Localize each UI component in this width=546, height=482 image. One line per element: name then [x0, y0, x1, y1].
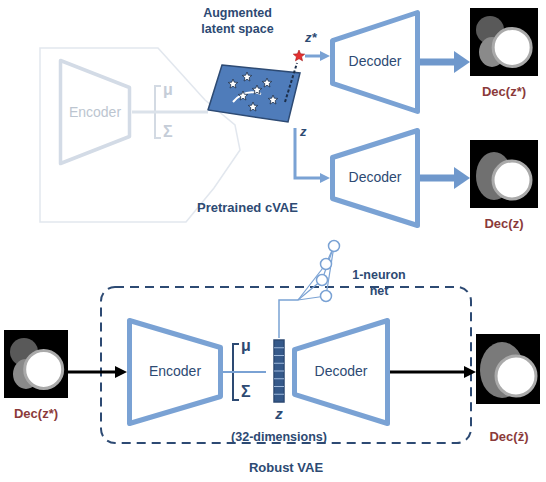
- sample-star: [228, 79, 238, 88]
- neuron: [329, 241, 340, 252]
- decoder-block: Decoder: [330, 10, 420, 114]
- node-text: Dec(z*): [470, 84, 538, 100]
- faded-bracket: [155, 86, 161, 138]
- sample-star: [238, 91, 248, 100]
- node-text: Decoder: [330, 169, 420, 187]
- vector-cell: [274, 347, 284, 348]
- node-text: Dec(z*): [4, 406, 68, 422]
- input-image: Dec(z*): [4, 330, 68, 420]
- node-text: Robust VAE: [100, 460, 472, 476]
- connector: [305, 55, 330, 58]
- vector-cell: [274, 394, 284, 395]
- node-text: Decoder: [292, 363, 390, 381]
- node-shape: [266, 338, 292, 404]
- dashed-group-border: [101, 287, 471, 443]
- latent-vector-shape: [274, 340, 284, 402]
- latent-bracket: [233, 344, 239, 400]
- annotation-label: z: [300, 124, 307, 140]
- node-text: Encoder: [127, 363, 223, 381]
- image-background: [4, 330, 68, 398]
- connector: [68, 371, 127, 374]
- decoder-block: Decoder: [292, 318, 390, 426]
- node-text: (32-dimensions): [219, 430, 339, 446]
- sample-star: [262, 78, 272, 87]
- net-link: [326, 246, 334, 296]
- faded-outline: [40, 48, 240, 222]
- node-shape: [476, 334, 542, 442]
- connector: [132, 111, 208, 114]
- annotation-label: μ: [241, 336, 251, 355]
- encoder-block: Encoder: [58, 58, 132, 166]
- annotation-label: z*: [305, 30, 317, 46]
- connector: [420, 175, 470, 182]
- node-text: z: [259, 405, 299, 424]
- output-image: Dec(ẑ): [476, 334, 542, 442]
- node-text: Dec(ẑ): [476, 429, 542, 445]
- vector-cell: [274, 386, 284, 387]
- annotation-label: Pretrained cVAE: [197, 200, 298, 216]
- node-text: Augmented latent space: [190, 6, 285, 37]
- output-image: Dec(z): [470, 140, 538, 240]
- connector: [420, 59, 470, 66]
- neuron-net: 1-neuron net: [298, 236, 413, 308]
- annotation-label: μ: [163, 80, 173, 99]
- latent-plane-shape: [208, 65, 300, 122]
- image-region: [25, 350, 63, 388]
- connector: [223, 371, 266, 373]
- annotation-label: Σ: [163, 122, 173, 141]
- model-group: Robust VAEEncoderz(32-dimensions)1-neuro…: [100, 286, 472, 444]
- vector-cell: [274, 355, 284, 356]
- encoder-block: Encoder: [127, 318, 223, 426]
- node-text: Encoder: [58, 104, 132, 122]
- vector-cell: [274, 363, 284, 364]
- connector: [390, 371, 476, 374]
- connector: [279, 300, 298, 338]
- neuron: [321, 259, 332, 270]
- decoder-block: Decoder: [330, 128, 420, 228]
- image-region: [493, 161, 531, 199]
- node-text: Decoder: [330, 53, 420, 71]
- image-region: [496, 356, 536, 396]
- annotation-label: Σ: [241, 382, 251, 401]
- vector-cell: [274, 378, 284, 379]
- sample-star: [252, 85, 262, 94]
- vector-cell: [274, 371, 284, 372]
- image-region: [493, 28, 531, 66]
- sample-star: [242, 72, 252, 81]
- image-background: [476, 334, 540, 404]
- sample-star: [248, 102, 258, 111]
- node-text: 1-neuron net: [348, 268, 410, 299]
- image-background: [470, 8, 538, 76]
- augmented-star: [293, 50, 304, 61]
- swirl-arrow: [233, 92, 261, 102]
- node-shape: [205, 50, 305, 128]
- output-image: Dec(z*): [470, 8, 538, 108]
- node-text: Dec(z): [470, 216, 538, 232]
- image-background: [470, 140, 538, 208]
- shift-arrow: [285, 63, 297, 102]
- sample-star: [268, 95, 278, 104]
- latent-vector: z(32-dimensions): [266, 338, 292, 404]
- latent-plane: Augmented latent space: [205, 50, 305, 128]
- neuron: [321, 291, 332, 302]
- neuron: [317, 275, 328, 286]
